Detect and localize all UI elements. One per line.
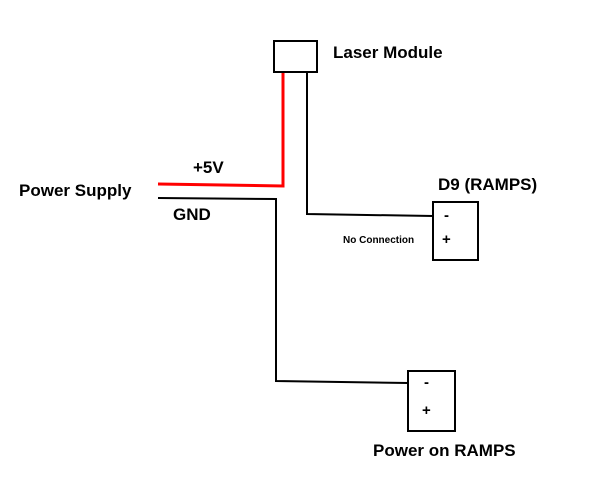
- power-on-ramps-connector: [407, 370, 456, 432]
- laser-signal-wire: [306, 73, 434, 217]
- power-supply-label: Power Supply: [19, 181, 132, 200]
- positive-wire-label: +5V: [193, 158, 224, 177]
- d9-minus-pin: -: [444, 207, 449, 224]
- power-on-ramps-plus-pin: +: [422, 402, 431, 419]
- no-connection-note: No Connection: [343, 235, 415, 246]
- ground-wire-label: GND: [173, 205, 211, 224]
- d9-ramps-connector: [432, 201, 479, 261]
- d9-plus-pin: +: [442, 231, 451, 248]
- d9-ramps-label: D9 (RAMPS): [438, 175, 538, 194]
- power-on-ramps-minus-pin: -: [424, 374, 429, 391]
- ground-wire: [157, 197, 409, 384]
- laser-module-box: [273, 40, 318, 73]
- laser-module-label: Laser Module: [333, 43, 443, 62]
- positive-wire: [157, 73, 285, 188]
- power-on-ramps-label: Power on RAMPS: [373, 441, 516, 460]
